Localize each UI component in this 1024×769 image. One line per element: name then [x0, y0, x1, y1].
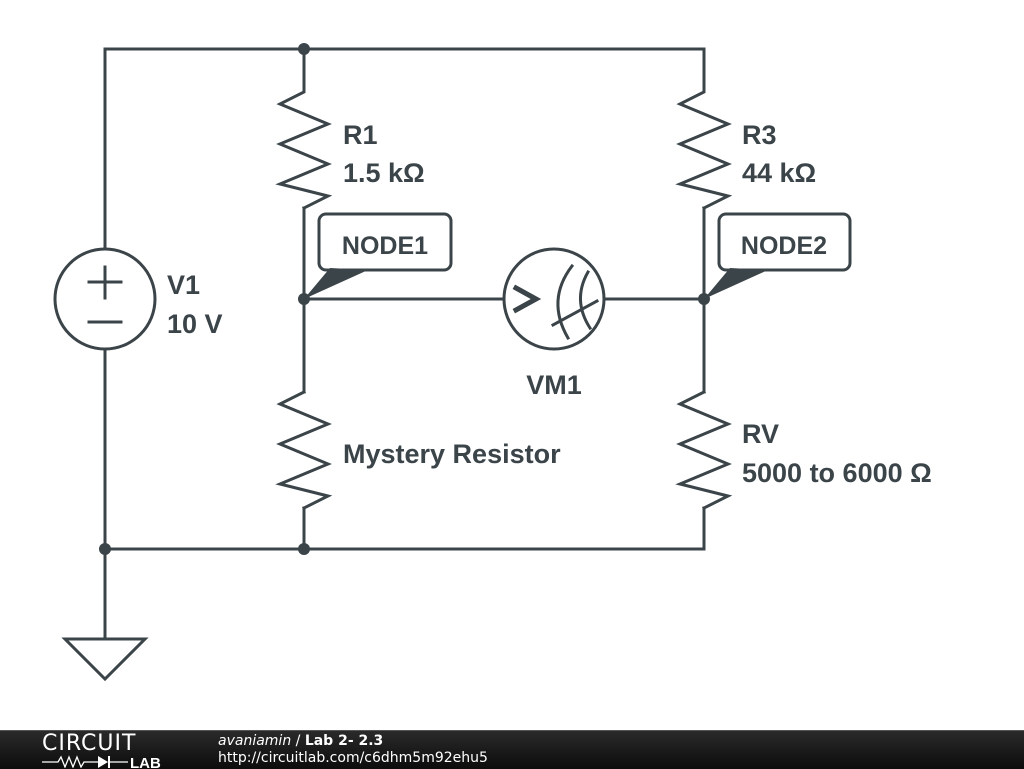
wires — [103, 47, 706, 641]
voltage-source-v1-value: 10 V — [167, 309, 223, 339]
resistor-r1-value: 1.5 kΩ — [343, 158, 425, 188]
circuit-title: Lab 2- 2.3 — [304, 733, 384, 749]
node1-tag-text: NODE1 — [342, 232, 428, 260]
resistor-r1-symbol — [275, 78, 333, 211]
logo-text-circuit: CIRCUIT — [42, 731, 137, 756]
resistor-rv-symbol — [675, 389, 733, 511]
voltage-source-v1-name: V1 — [167, 270, 200, 300]
node-label-node1[interactable]: NODE1 — [304, 212, 453, 299]
voltmeter-chevron-icon — [512, 284, 542, 314]
junction-bottom-left — [99, 543, 111, 555]
resistor-rv-value: 5000 to 6000 Ω — [742, 458, 932, 488]
circuit-url[interactable]: http://circuitlab.com/c6dhm5m92ehu5 — [218, 750, 488, 766]
resistor-rv[interactable]: RV 5000 to 6000 Ω — [675, 389, 932, 511]
title-separator: / — [291, 733, 305, 749]
resistor-mystery-symbol — [275, 389, 333, 511]
footer-bar: CIRCUIT LAB avaniamin / Lab 2- 2.3 http:… — [0, 730, 1024, 769]
resistor-r1-name: R1 — [343, 120, 378, 150]
resistor-mystery-name: Mystery Resistor — [343, 439, 561, 469]
junction-bottom-mid — [298, 543, 310, 555]
node1-tag-box — [317, 212, 453, 272]
ground-icon — [61, 637, 149, 682]
node-label-node2[interactable]: NODE2 — [704, 212, 852, 299]
voltage-source-circle — [53, 247, 157, 351]
resistor-r3[interactable]: R3 44 kΩ — [675, 78, 816, 211]
voltmeter-needle-icon — [550, 298, 600, 328]
resistor-rv-name: RV — [742, 419, 779, 449]
voltmeter-circle — [502, 247, 606, 351]
logo-text-lab: LAB — [130, 755, 161, 768]
voltmeter-arc-inner-icon — [579, 269, 593, 331]
author-link[interactable]: avaniamin — [218, 733, 292, 749]
voltmeter-arc-outer-icon — [556, 263, 575, 341]
node2-pointer — [704, 268, 768, 299]
ground-symbol[interactable] — [61, 637, 149, 682]
voltage-source-v1[interactable]: V1 10 V — [53, 247, 223, 351]
logo-resistor-diode-icon: LAB — [42, 755, 161, 768]
voltmeter-vm1[interactable]: VM1 — [502, 247, 606, 400]
circuitlab-logo[interactable]: CIRCUIT LAB — [42, 733, 178, 769]
junction-top — [298, 43, 310, 55]
wire-bottom — [103, 348, 706, 551]
circuit-title-line: avaniamin / Lab 2- 2.3 — [218, 733, 488, 750]
voltmeter-vm1-name: VM1 — [526, 370, 582, 400]
resistor-r3-name: R3 — [742, 120, 777, 150]
node1-pointer — [304, 268, 368, 299]
resistor-mystery[interactable]: Mystery Resistor — [275, 389, 561, 511]
node2-tag-box — [717, 212, 852, 272]
circuit-meta: avaniamin / Lab 2- 2.3 http://circuitlab… — [218, 733, 488, 767]
circuit-schematic: R1 1.5 kΩ R3 44 kΩ Mystery Resistor RV 5… — [53, 43, 932, 682]
node2-tag-text: NODE2 — [741, 232, 827, 260]
resistor-r1[interactable]: R1 1.5 kΩ — [275, 78, 425, 211]
resistor-r3-symbol — [675, 78, 733, 211]
wire-top — [103, 47, 706, 251]
resistor-r3-value: 44 kΩ — [742, 158, 816, 188]
